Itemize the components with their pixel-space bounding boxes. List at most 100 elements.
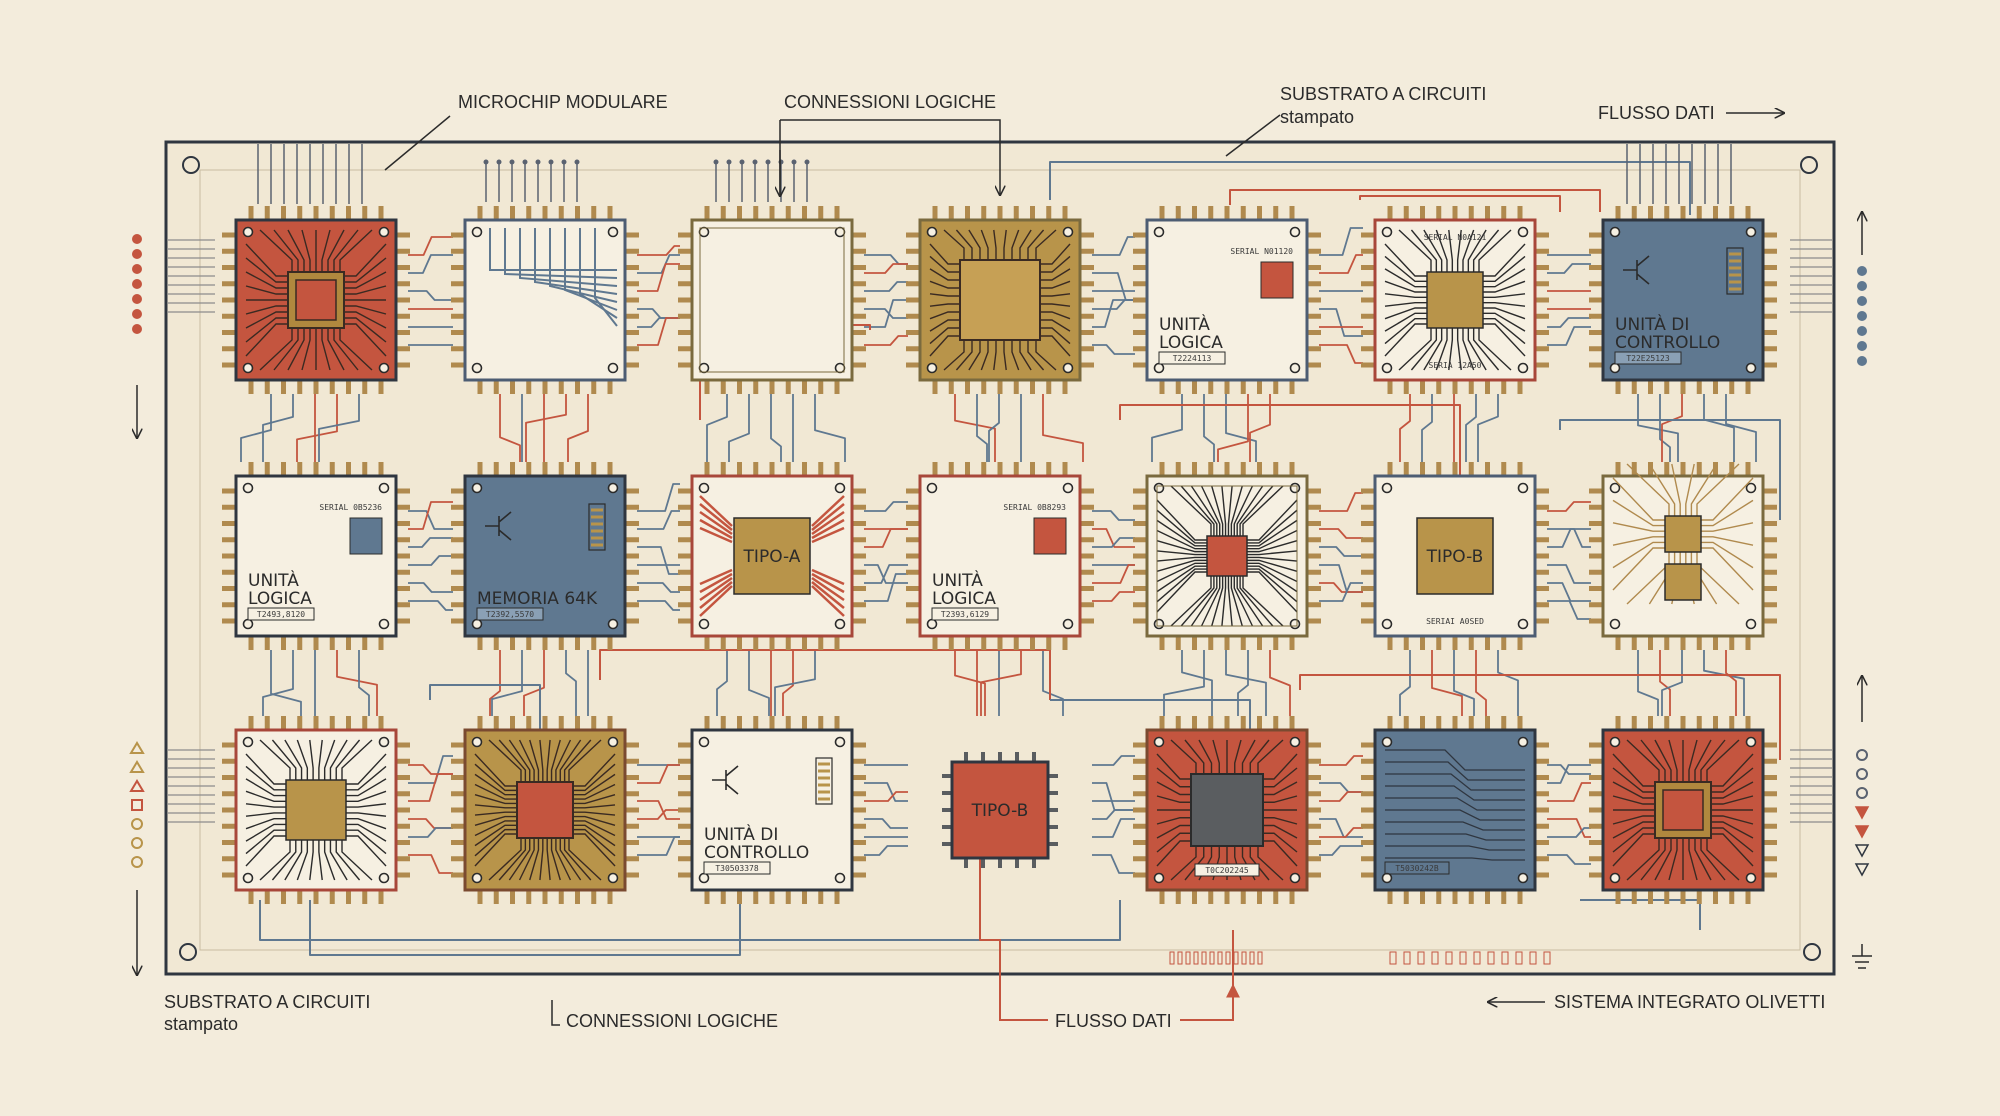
chip-fan-trace (943, 229, 965, 260)
chip-fan-trace (1612, 827, 1655, 853)
chip-pin (1159, 206, 1165, 220)
chip-internal-trace (811, 585, 845, 617)
chip-fan-trace (1456, 229, 1462, 272)
trace (1225, 394, 1257, 462)
chip-pin (1696, 636, 1702, 650)
chip-pin (932, 380, 938, 394)
trace (1559, 419, 1781, 520)
chip-fan-trace (1257, 739, 1284, 775)
chip-pin (1452, 636, 1458, 650)
chip-pin (1048, 774, 1058, 778)
chip-type-label: TIPO-B (971, 801, 1029, 821)
chip-fan-trace (296, 739, 309, 780)
chip-pin (1080, 586, 1094, 591)
chip-pin (1080, 330, 1094, 335)
chip-fan-trace (346, 829, 387, 855)
chip-fan-trace (1247, 556, 1298, 562)
chip-pin (1133, 602, 1147, 608)
chip-pin (678, 488, 692, 494)
chip-pin (451, 248, 465, 254)
chip-pin (1763, 791, 1777, 797)
trace (1547, 263, 1591, 274)
chip-pin (932, 636, 938, 650)
chip-fan-trace (1410, 229, 1438, 272)
chip-pin (1133, 362, 1147, 368)
chip-pin (737, 462, 742, 476)
chip-pin (1420, 380, 1425, 394)
chip-pin (678, 330, 692, 335)
chip-pin (493, 462, 499, 476)
chip-pin (852, 488, 866, 494)
chip-pin (625, 807, 639, 813)
chip-fan-trace (1227, 576, 1233, 627)
chip-fan-trace (1706, 739, 1740, 782)
chip-pin (1763, 232, 1777, 238)
chip-pin (964, 858, 968, 868)
chip-pin (997, 380, 1003, 394)
chip-pin (451, 330, 465, 335)
chip-pin (1436, 716, 1442, 730)
chip-pin (625, 602, 639, 608)
indicator-led (132, 249, 142, 259)
chip-pin (1208, 716, 1214, 730)
chip-pin (222, 742, 236, 748)
chip-pin (948, 380, 954, 394)
chip-pin (1133, 742, 1147, 748)
chip-pin (678, 856, 692, 862)
indicator-led (1857, 326, 1867, 336)
footprint-pad (1403, 951, 1411, 965)
chip-fan-trace (296, 840, 309, 881)
chip-fan-trace (573, 815, 616, 826)
chip-pin (1307, 758, 1321, 764)
chip-fan-trace (1462, 328, 1475, 371)
chip-pin (753, 380, 759, 394)
chip-pin (1403, 206, 1409, 220)
trace (1319, 827, 1363, 838)
chip-fan-trace (245, 753, 286, 785)
chip-pin (802, 462, 807, 476)
chip-fan-trace (1701, 547, 1754, 591)
chip-fan-trace (1257, 845, 1284, 881)
chip-screw (242, 362, 254, 374)
chip-pin (451, 281, 465, 287)
chip-pin (625, 521, 639, 526)
chip-fan-trace (1467, 328, 1487, 371)
chip-internal-trace (811, 495, 845, 527)
label-microchip-modulare: MICROCHIP MODULARE (458, 92, 668, 112)
chip-pin (1159, 380, 1165, 394)
chip-pin (1589, 569, 1603, 575)
chip-fan-trace (346, 765, 387, 791)
chip-pin (906, 569, 920, 575)
chip-pin (607, 462, 613, 476)
chip-pin (678, 313, 692, 319)
chip-pin (1535, 330, 1549, 335)
chip-pin (1420, 206, 1425, 220)
chip-pin (1387, 462, 1393, 476)
chip-fan-trace (1247, 559, 1298, 572)
chip-pin (1080, 504, 1094, 510)
chip-fan-trace (1711, 821, 1754, 839)
chip-pin (1307, 553, 1321, 559)
chip-fan-trace (1003, 340, 1007, 371)
chip-fan-trace (1180, 485, 1215, 536)
indicator-triangle (129, 779, 145, 792)
chip-fan-trace (321, 328, 331, 371)
trace (1092, 510, 1135, 521)
label-substrato-top-sub: stampato (1280, 107, 1354, 127)
chip-pin (1133, 758, 1147, 764)
trace (1431, 650, 1463, 716)
trace (499, 394, 521, 462)
chip-pin (1361, 232, 1375, 238)
chip-pin (737, 716, 742, 730)
chip-pin (1763, 775, 1777, 780)
chip-pin (1615, 206, 1621, 220)
chip-pin (591, 890, 597, 904)
chip-screw (1745, 872, 1757, 884)
chip-connector (1726, 247, 1744, 295)
chip-fan-trace (573, 773, 616, 796)
chip-pin (998, 858, 1002, 868)
chip-fan-trace (273, 328, 299, 371)
chip-fan-trace (508, 739, 531, 782)
